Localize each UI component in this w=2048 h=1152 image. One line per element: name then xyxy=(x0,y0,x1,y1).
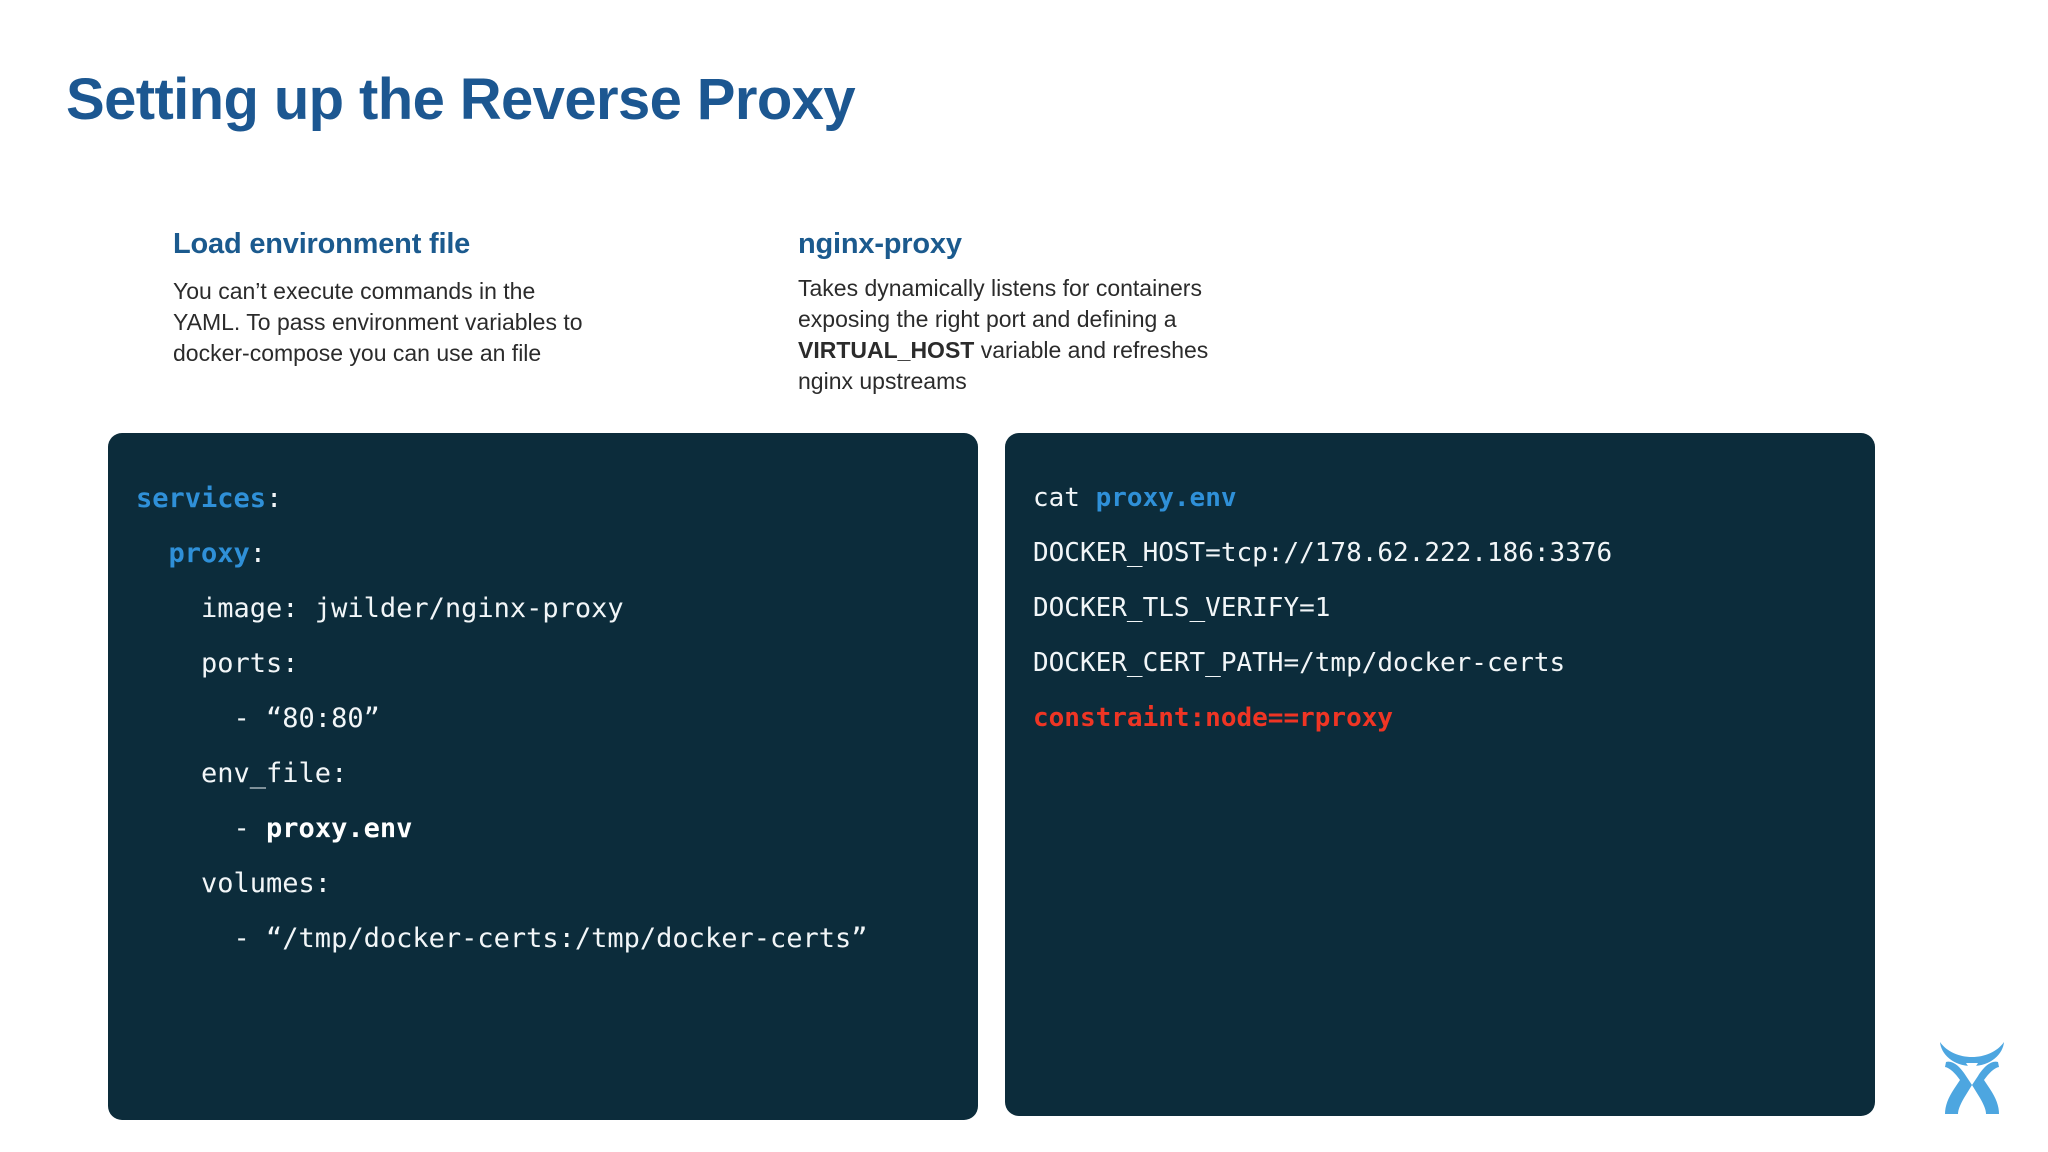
column-right-heading: nginx-proxy xyxy=(798,228,962,260)
code-line: cat proxy.env xyxy=(1033,471,1847,526)
page-title: Setting up the Reverse Proxy xyxy=(66,67,856,132)
code-line: services: xyxy=(136,471,950,526)
yaml-key-services: services xyxy=(136,483,267,514)
column-right: nginx-proxy Takes dynamically listens fo… xyxy=(798,228,1268,397)
code-line: DOCKER_CERT_PATH=/tmp/docker-certs xyxy=(1033,648,1566,678)
code-line: - proxy.env xyxy=(136,801,950,856)
yaml-list-dash: - xyxy=(136,813,267,844)
column-right-body: Takes dynamically listens for containers… xyxy=(798,273,1268,397)
code-line: - “80:80” xyxy=(136,703,380,734)
yaml-value-proxy-env: proxy.env xyxy=(266,813,413,844)
brand-logo-icon xyxy=(1934,1032,2010,1116)
column-right-body-part1: Takes dynamically listens for containers… xyxy=(798,275,1202,332)
yaml-key-proxy: proxy xyxy=(168,538,250,569)
yaml-indent xyxy=(136,538,169,569)
column-right-body-emphasis: VIRTUAL_HOST xyxy=(798,337,975,363)
column-left-body: You can’t execute commands in the YAML. … xyxy=(173,278,583,366)
code-line: - “/tmp/docker-certs:/tmp/docker-certs” xyxy=(136,923,868,954)
code-line: volumes: xyxy=(136,868,332,899)
column-right-body-part2: variable and refreshes nginx upstreams xyxy=(798,337,1209,394)
code-line: constraint:node==rproxy xyxy=(1033,691,1847,746)
code-line: DOCKER_HOST=tcp://178.62.222.186:3376 xyxy=(1033,538,1613,568)
code-line: env_file: xyxy=(136,758,348,789)
code-panel-compose: services: proxy: image: jwilder/nginx-pr… xyxy=(108,433,978,1120)
env-constraint-line: constraint:node==rproxy xyxy=(1033,703,1394,733)
code-line: ports: xyxy=(136,648,299,679)
code-line: DOCKER_TLS_VERIFY=1 xyxy=(1033,593,1331,623)
code-line: image: jwilder/nginx-proxy xyxy=(136,593,624,624)
code-line: proxy: xyxy=(136,526,950,581)
shell-arg-filename: proxy.env xyxy=(1095,483,1237,513)
yaml-colon: : xyxy=(266,483,283,514)
column-left-heading: Load environment file xyxy=(173,228,471,260)
shell-command-cat: cat xyxy=(1033,483,1096,513)
column-left: Load environment file You can’t execute … xyxy=(173,228,603,369)
code-panel-env: cat proxy.env DOCKER_HOST=tcp://178.62.2… xyxy=(1005,433,1875,1116)
yaml-colon: : xyxy=(249,538,267,569)
